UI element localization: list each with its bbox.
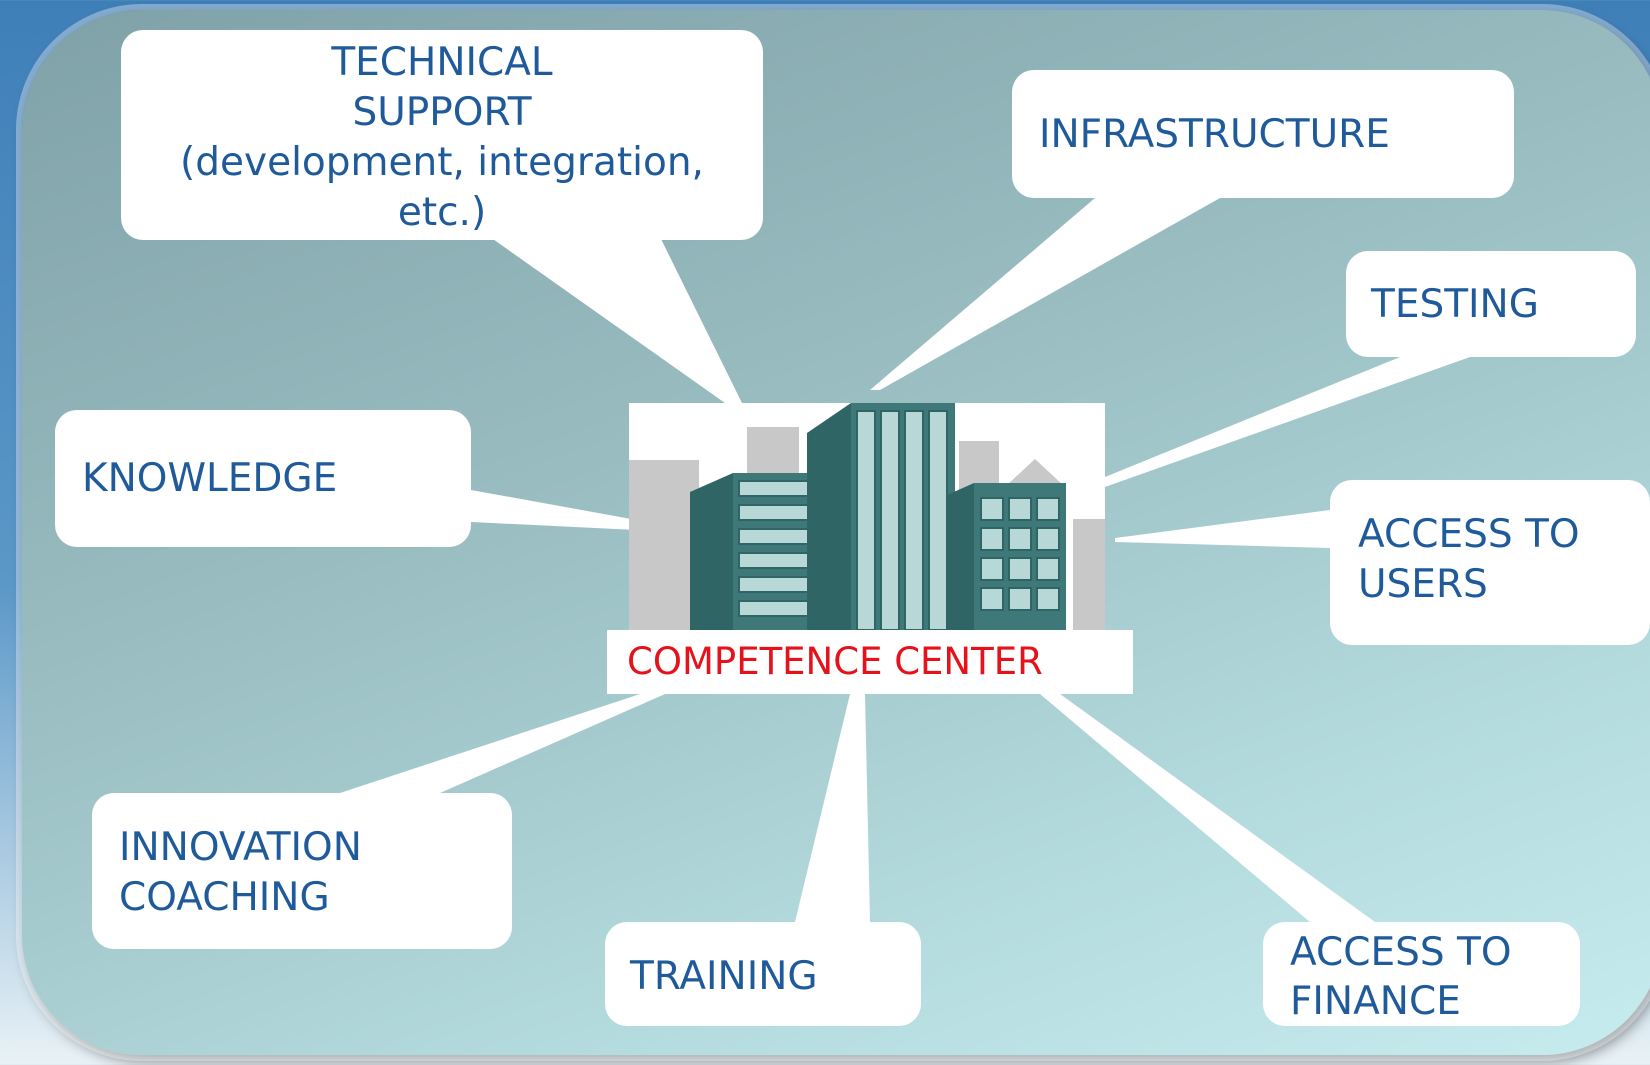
callout-technical-support-label: TECHNICAL SUPPORT (development, integrat… xyxy=(180,40,704,235)
callout-testing: TESTING xyxy=(1346,251,1636,357)
callout-access-to-users: ACCESS TO USERS xyxy=(1330,480,1650,645)
connector-access-to-finance xyxy=(1040,694,1375,922)
competence-center-label: COMPETENCE CENTER xyxy=(607,630,1133,694)
connector-innovation-coaching xyxy=(340,694,665,793)
connector-access-to-users xyxy=(1115,510,1330,548)
callout-access-to-finance: ACCESS TO FINANCE xyxy=(1263,922,1580,1026)
competence-center-text: COMPETENCE CENTER xyxy=(627,640,1043,683)
callout-training: TRAINING xyxy=(605,922,921,1026)
right-building xyxy=(947,483,1066,630)
callout-access-to-users-label: ACCESS TO USERS xyxy=(1358,512,1580,607)
callout-training-label: TRAINING xyxy=(630,954,818,999)
callout-access-to-finance-label: ACCESS TO FINANCE xyxy=(1290,930,1512,1024)
connector-infrastructure xyxy=(870,198,1220,390)
callout-knowledge-label: KNOWLEDGE xyxy=(82,456,338,501)
connector-technical-support xyxy=(490,237,742,403)
callout-technical-support: TECHNICAL SUPPORT (development, integrat… xyxy=(121,30,763,240)
callout-knowledge: KNOWLEDGE xyxy=(55,410,471,547)
connector-training xyxy=(795,694,870,922)
left-building xyxy=(690,473,821,630)
connector-testing xyxy=(1105,357,1470,487)
connector-knowledge xyxy=(471,490,637,530)
callout-innovation-coaching-label: INNOVATION COACHING xyxy=(119,825,362,920)
callout-infrastructure-label: INFRASTRUCTURE xyxy=(1039,112,1390,157)
center-tower xyxy=(807,403,955,630)
callout-infrastructure: INFRASTRUCTURE xyxy=(1012,70,1514,198)
office-buildings-icon xyxy=(629,403,1105,630)
callout-testing-label: TESTING xyxy=(1371,282,1539,327)
callout-innovation-coaching: INNOVATION COACHING xyxy=(92,793,512,949)
